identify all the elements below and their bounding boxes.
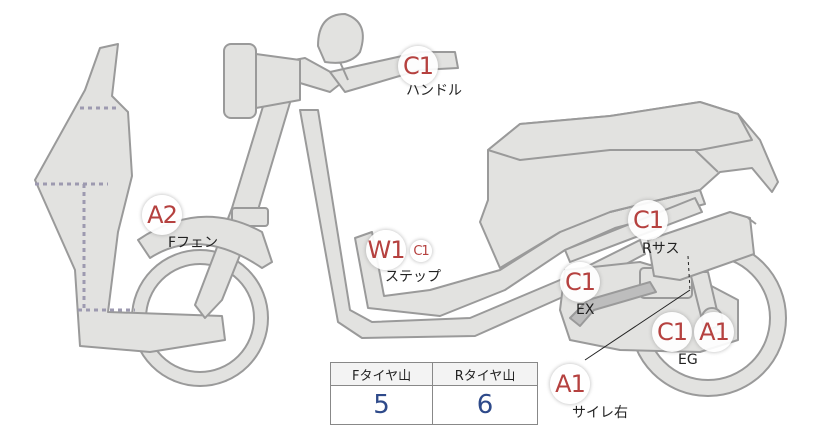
marker-step[interactable]: W1 (366, 230, 406, 270)
under-frame (299, 109, 646, 339)
label-handle: ハンドル (406, 83, 462, 99)
muffler-leader (584, 289, 691, 361)
marker-front-fender[interactable]: A2 (142, 195, 182, 235)
marker-handle[interactable]: C1 (398, 46, 438, 86)
seat (487, 101, 753, 161)
value-rear-tire-tread: 6 (432, 385, 538, 425)
marker-exhaust[interactable]: C1 (560, 262, 600, 302)
headlight (223, 43, 257, 119)
tire-tread-table: Fタイヤ山 Rタイヤ山 5 6 (329, 362, 538, 425)
header-front-tire-tread: Fタイヤ山 (329, 362, 434, 386)
label-rear-suspension: Rサス (642, 241, 680, 257)
label-step: ステップ (385, 269, 441, 285)
label-muffler-right: サイレ右 (572, 405, 628, 421)
label-exhaust: EX (576, 302, 595, 318)
value-front-tire-tread: 5 (329, 385, 434, 425)
marker-step-secondary[interactable]: C1 (410, 240, 432, 262)
marker-engine[interactable]: C1 (652, 312, 692, 352)
marker-muffler-right[interactable]: A1 (550, 364, 590, 404)
label-engine: EG (678, 352, 698, 368)
mirror (317, 13, 364, 64)
air-cleaner (647, 211, 755, 281)
label-front-fender: Fフェン (168, 235, 219, 251)
marker-engine-secondary[interactable]: A1 (694, 312, 734, 352)
marker-rear-suspension[interactable]: C1 (628, 200, 668, 240)
header-rear-tire-tread: Rタイヤ山 (432, 362, 538, 386)
